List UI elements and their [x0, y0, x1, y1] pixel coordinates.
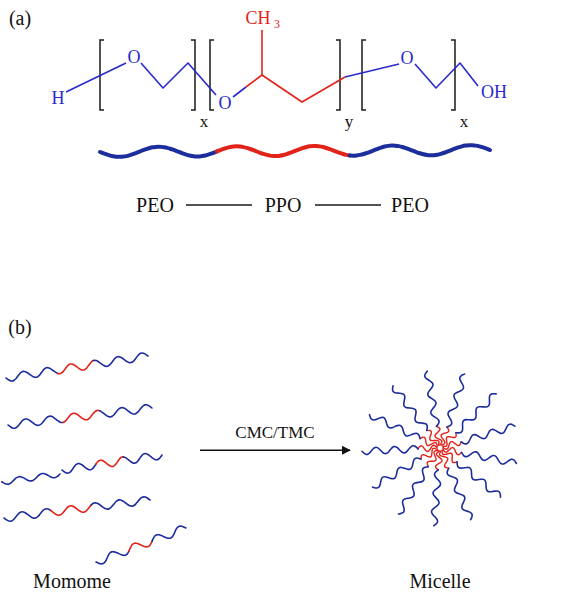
chain-segment: [129, 541, 152, 551]
micelle-arm: [425, 371, 439, 426]
polymer-chains: [2, 145, 516, 564]
panel-label: (a): [9, 8, 31, 28]
atom-label: O: [401, 49, 414, 67]
micelle-core: [443, 442, 461, 450]
micelle-arm: [447, 468, 472, 519]
subscript: x: [200, 113, 209, 130]
micelle-arm: [457, 462, 500, 497]
subscript: x: [460, 113, 469, 130]
chain-segment: [58, 360, 94, 373]
chain-segment: [100, 405, 152, 417]
atom-label: H: [52, 89, 65, 107]
chain-segment: [123, 454, 162, 464]
micelle-arm: [432, 470, 441, 526]
block-label: PEO: [136, 195, 174, 215]
chain-segment: [6, 368, 58, 381]
micelle-core: [427, 451, 438, 467]
block-label: PEO: [391, 195, 429, 215]
subscript: y: [345, 113, 354, 130]
micelle-arm: [362, 446, 418, 455]
chain-segment: [100, 147, 217, 157]
chain-segment: [152, 526, 186, 541]
micelle-arm: [456, 394, 496, 433]
chain-segment: [50, 505, 91, 515]
chain-segment: [96, 551, 129, 564]
chain-segment: [4, 509, 50, 521]
micelle-arm: [369, 415, 420, 439]
micelle-core: [418, 445, 437, 451]
subscript: 3: [274, 18, 280, 30]
chain-segment: [8, 416, 63, 428]
chain-segment: [2, 473, 60, 484]
reaction-arrow: [200, 449, 350, 451]
atom-label: CH: [245, 9, 270, 27]
chain-group: Momome: [0, 335, 200, 603]
chain-group: Micelle: [350, 335, 535, 603]
group-label: Micelle: [409, 571, 470, 591]
atom-label: O: [128, 48, 141, 66]
micelle-arm: [393, 386, 428, 431]
group-label: Momome: [33, 571, 111, 591]
panel-label: (b): [8, 317, 31, 337]
arrow-label: CMC/TMC: [233, 424, 316, 443]
micelle-arm: [373, 458, 421, 488]
chain-segment: [62, 464, 96, 474]
micelle-arm: [398, 467, 428, 514]
chain-segment: [217, 146, 350, 156]
bonds: [66, 30, 478, 102]
chain-segment: [93, 353, 148, 366]
atom-label: OH: [481, 83, 507, 101]
brackets: [100, 40, 455, 110]
chain-segment: [350, 145, 490, 155]
micelle-core: [420, 437, 437, 447]
atom-label: O: [219, 94, 232, 112]
micelle-arm: [462, 452, 517, 464]
micelle-core: [436, 451, 442, 470]
block-label: PPO: [265, 195, 302, 215]
chain-segment: [91, 497, 150, 509]
micelle-arm: [447, 374, 465, 427]
chain-segment: [96, 457, 124, 467]
chain-segment: [63, 410, 100, 422]
micelle-arm: [461, 424, 515, 444]
